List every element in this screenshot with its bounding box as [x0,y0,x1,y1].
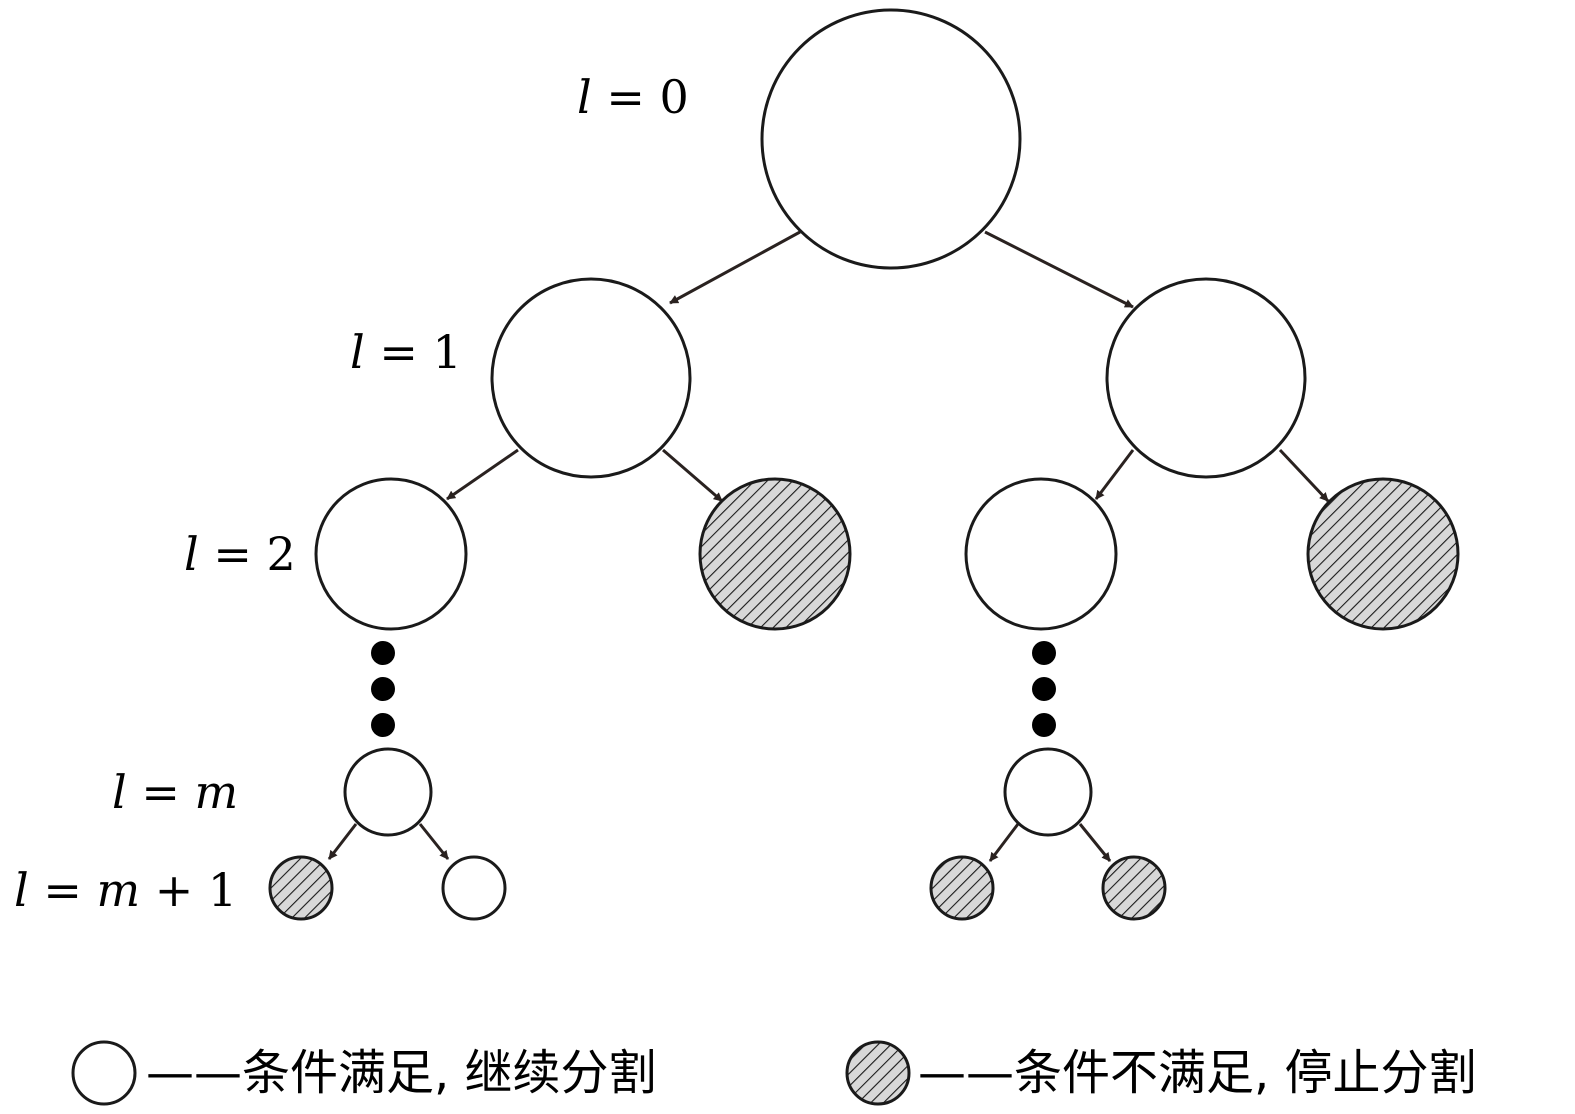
node-lm1-hatched-a [268,855,334,921]
level-label-l2: l = 2 [184,527,296,581]
level-label-l1: l = 1 [350,325,462,379]
node-l1-right [1105,277,1307,479]
node-l2-right-hatched [1306,477,1460,631]
level-label-lm1: l = m + 1 [14,863,237,917]
ellipsis-dot-right-1 [1032,641,1056,665]
node-lm1-hatched-b [929,855,995,921]
level-label-lm: l = m [112,765,238,819]
node-lm1-open [441,855,507,921]
node-l2-left [314,477,468,631]
node-l1-left [490,277,692,479]
legend-hatched-node-icon [845,1040,911,1106]
legend-open-node-icon [71,1040,137,1106]
edge-lm-left-to-hatched [327,823,358,860]
edge-lm-right-to-hatched-a [988,823,1020,862]
legend-stop-text: ——条件不满足, 停止分割 [918,1045,1477,1101]
node-lm-right [1003,747,1093,837]
edge-root-to-right [984,230,1134,309]
edge-l1left-to-l2hatched [662,448,723,503]
legend-continue-text: ——条件满足, 继续分割 [146,1045,657,1101]
node-lm1-hatched-c [1101,855,1167,921]
edge-l1right-to-l2hatched [1278,448,1330,503]
edge-l1right-to-l2left [1094,449,1135,500]
ellipsis-dot-left-3 [371,713,395,737]
ellipsis-dot-left-2 [371,677,395,701]
ellipsis-dot-left-1 [371,641,395,665]
node-l2-hatched [698,477,852,631]
edge-lm-left-to-open [418,823,450,860]
edge-l1left-to-l2left [446,448,519,501]
level-label-l0: l = 0 [577,70,689,124]
node-l2-right [964,477,1118,631]
ellipsis-dot-right-3 [1032,713,1056,737]
edge-lm-right-to-hatched-b [1078,823,1112,862]
node-root [760,8,1022,270]
legend: ——条件满足, 继续分割 ——条件不满足, 停止分割 [71,1040,1477,1106]
edge-root-to-left [669,230,801,305]
ellipsis-dot-right-2 [1032,677,1056,701]
node-lm-left [343,747,433,837]
